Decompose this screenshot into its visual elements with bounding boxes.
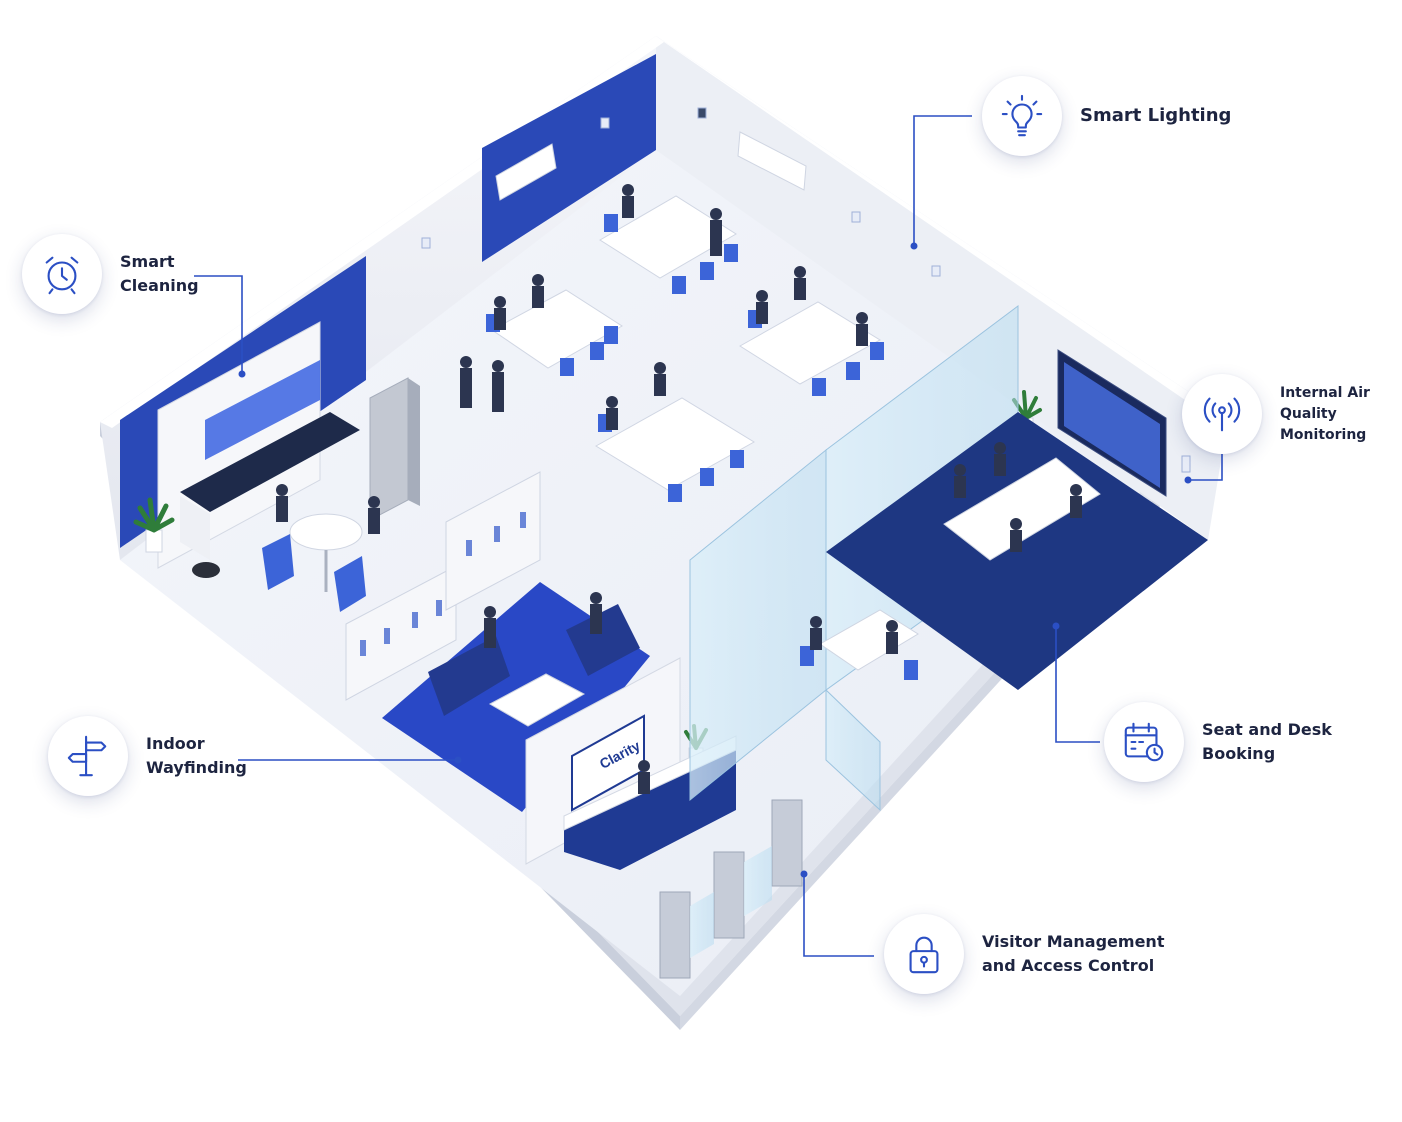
callout-smart-cleaning: Smart Cleaning <box>22 234 199 314</box>
meeting-room-furniture <box>943 349 1167 561</box>
dining-table <box>262 513 366 612</box>
alarm-clock-icon <box>22 234 102 314</box>
callout-air-quality: Internal Air Quality Monitoring <box>1182 374 1402 454</box>
callout-label: Internal Air Quality Monitoring <box>1280 384 1370 443</box>
padlock-icon <box>884 914 964 994</box>
wall-lights <box>421 107 941 277</box>
callout-label: Smart Lighting <box>1080 105 1232 126</box>
signpost-icon <box>48 716 128 796</box>
air-quality-sensor <box>1181 455 1191 473</box>
lounge-area <box>382 582 650 812</box>
desk-clusters <box>491 195 881 491</box>
signal-sensor-icon <box>1182 374 1262 454</box>
kitchen-area <box>157 321 420 569</box>
callout-label: Visitor Management and Access Control <box>982 932 1165 975</box>
callout-label: Seat and Desk Booking <box>1202 720 1332 763</box>
people-figures <box>276 184 1082 794</box>
calendar-clock-icon <box>1104 702 1184 782</box>
air-conditioner-units <box>495 131 807 201</box>
callout-label: Indoor Wayfinding <box>146 734 247 777</box>
callout-wayfinding: Indoor Wayfinding <box>48 716 247 796</box>
callout-smart-lighting: Smart Lighting <box>982 76 1231 156</box>
callout-access-control: Visitor Management and Access Control <box>884 914 1164 994</box>
callout-label: Smart Cleaning <box>120 252 199 295</box>
callout-anchor-dots <box>238 242 1192 878</box>
bookshelves <box>345 471 541 701</box>
access-turnstiles <box>659 799 803 979</box>
lightbulb-icon <box>982 76 1062 156</box>
callout-desk-booking: Seat and Desk Booking <box>1104 702 1332 782</box>
robot-vacuum <box>192 562 220 578</box>
